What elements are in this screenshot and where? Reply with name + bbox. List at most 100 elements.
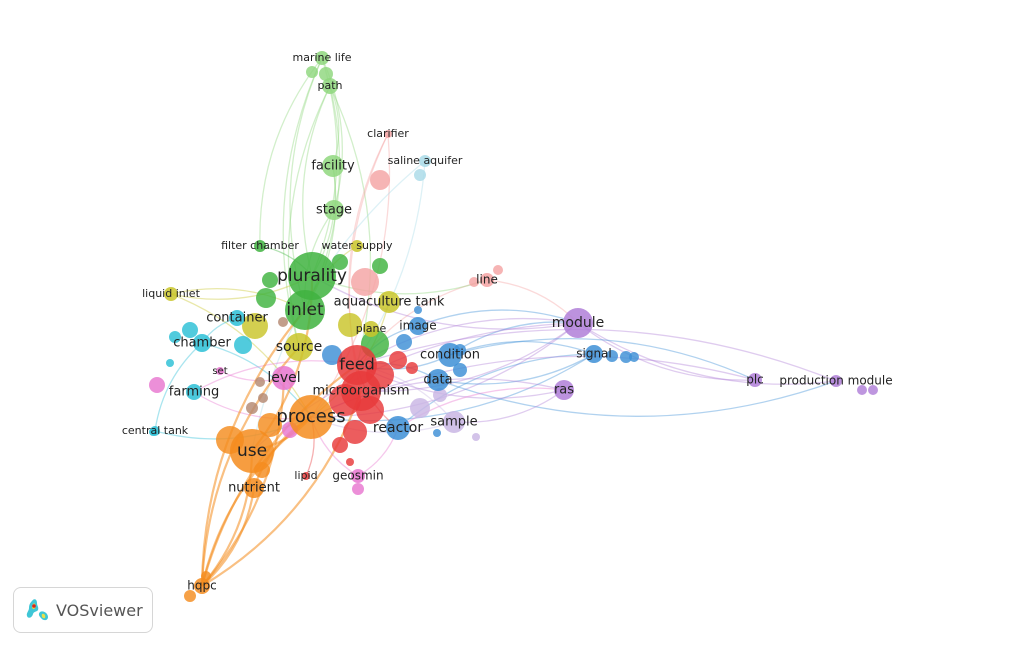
- node-chamber[interactable]: [193, 334, 211, 352]
- node-sample[interactable]: [443, 411, 465, 433]
- node-ras[interactable]: [554, 380, 574, 400]
- node-clarifier[interactable]: [384, 130, 392, 138]
- node-bubble[interactable]: [346, 458, 354, 466]
- node-plc[interactable]: [748, 373, 762, 387]
- node-bubble[interactable]: [278, 317, 288, 327]
- node-label: saline aquifer: [388, 154, 463, 167]
- edge-link: [360, 322, 579, 392]
- node-bubble[interactable]: [262, 272, 278, 288]
- node-bubble[interactable]: [868, 385, 878, 395]
- node-bubble[interactable]: [332, 254, 348, 270]
- vosviewer-logo-button[interactable]: VOSviewer: [13, 587, 153, 633]
- node-path[interactable]: [322, 78, 338, 94]
- node-inlet[interactable]: [285, 290, 325, 330]
- edge-link: [310, 322, 579, 418]
- node-bubble[interactable]: [182, 322, 198, 338]
- node-bubble[interactable]: [258, 413, 282, 437]
- node-bubble[interactable]: [256, 288, 276, 308]
- node-bubble[interactable]: [433, 388, 447, 402]
- node-bubble[interactable]: [242, 313, 268, 339]
- node-farming[interactable]: [186, 384, 202, 400]
- node-set[interactable]: [216, 367, 224, 375]
- node-bubble[interactable]: [184, 590, 196, 602]
- node-bubble[interactable]: [396, 334, 412, 350]
- node-plurality[interactable]: [288, 252, 336, 300]
- node-bubble[interactable]: [306, 66, 318, 78]
- node-saline-aquifer[interactable]: [419, 155, 431, 167]
- node-label: liquid inlet: [142, 287, 200, 300]
- node-bubble[interactable]: [258, 393, 268, 403]
- node-bubble[interactable]: [372, 258, 388, 274]
- vosviewer-logo-label: VOSviewer: [56, 600, 143, 620]
- node-bubble[interactable]: [414, 169, 426, 181]
- node-bubble[interactable]: [370, 170, 390, 190]
- edge-link: [311, 275, 579, 330]
- node-image[interactable]: [409, 317, 427, 335]
- node-condition[interactable]: [438, 343, 462, 367]
- node-bubble[interactable]: [343, 420, 367, 444]
- node-bubble[interactable]: [389, 351, 407, 369]
- node-filter-chamber[interactable]: [254, 240, 266, 252]
- node-bubble[interactable]: [246, 402, 258, 414]
- node-bubble[interactable]: [414, 306, 422, 314]
- node-central-tank[interactable]: [150, 426, 160, 436]
- node-label: feed: [339, 355, 374, 374]
- node-source[interactable]: [285, 333, 313, 361]
- node-bubble[interactable]: [166, 359, 174, 367]
- node-facility[interactable]: [322, 155, 344, 177]
- node-plane[interactable]: [363, 321, 379, 337]
- node-bubble[interactable]: [406, 362, 418, 374]
- node-label: stage: [316, 203, 352, 218]
- edge-link: [259, 57, 323, 247]
- node-lipid[interactable]: [302, 472, 310, 480]
- node-bubble[interactable]: [234, 336, 252, 354]
- node-label: line: [476, 273, 498, 287]
- node-bubble[interactable]: [620, 351, 632, 363]
- node-bubble[interactable]: [453, 363, 467, 377]
- node-geosmin[interactable]: [351, 469, 365, 483]
- node-stage[interactable]: [324, 200, 344, 220]
- node-hqpc[interactable]: [194, 578, 210, 594]
- node-bubble[interactable]: [332, 437, 348, 453]
- node-label: aquaculture tank: [334, 295, 445, 310]
- node-water-supply[interactable]: [351, 240, 363, 252]
- node-signal[interactable]: [585, 345, 603, 363]
- edge-link: [170, 293, 312, 418]
- edge-link: [437, 379, 837, 417]
- node-module[interactable]: [563, 308, 593, 338]
- node-microorganism[interactable]: [341, 371, 381, 411]
- node-bubble[interactable]: [629, 352, 639, 362]
- node-bubble[interactable]: [149, 377, 165, 393]
- node-bubble[interactable]: [493, 265, 503, 275]
- node-bubble[interactable]: [433, 429, 441, 437]
- node-bubble[interactable]: [255, 377, 265, 387]
- node-bubble[interactable]: [352, 483, 364, 495]
- node-container[interactable]: [229, 310, 245, 326]
- node-bubble[interactable]: [472, 433, 480, 441]
- node-nutrient[interactable]: [244, 478, 264, 498]
- node-label: water supply: [321, 239, 393, 252]
- node-bubble[interactable]: [338, 313, 362, 337]
- node-bubble[interactable]: [322, 345, 342, 365]
- node-level[interactable]: [272, 366, 296, 390]
- node-use[interactable]: [230, 429, 274, 473]
- node-bubble[interactable]: [169, 331, 181, 343]
- node-bubble[interactable]: [606, 350, 618, 362]
- node-marine-life[interactable]: [315, 51, 329, 65]
- node-liquid-inlet[interactable]: [164, 287, 178, 301]
- node-process[interactable]: [289, 395, 333, 439]
- node-reactor[interactable]: [386, 416, 410, 440]
- node-production-module[interactable]: [830, 375, 842, 387]
- node-bubble[interactable]: [857, 385, 867, 395]
- edge-link: [356, 328, 837, 382]
- node-aquaculture-tank[interactable]: [378, 291, 400, 313]
- node-label: production module: [779, 374, 892, 388]
- node-data[interactable]: [427, 369, 449, 391]
- node-line[interactable]: [480, 273, 494, 287]
- node-bubble[interactable]: [410, 398, 430, 418]
- node-bubble[interactable]: [319, 67, 333, 81]
- node-bubble[interactable]: [351, 268, 379, 296]
- node-label: lipid: [294, 469, 317, 482]
- node-bubble[interactable]: [469, 277, 479, 287]
